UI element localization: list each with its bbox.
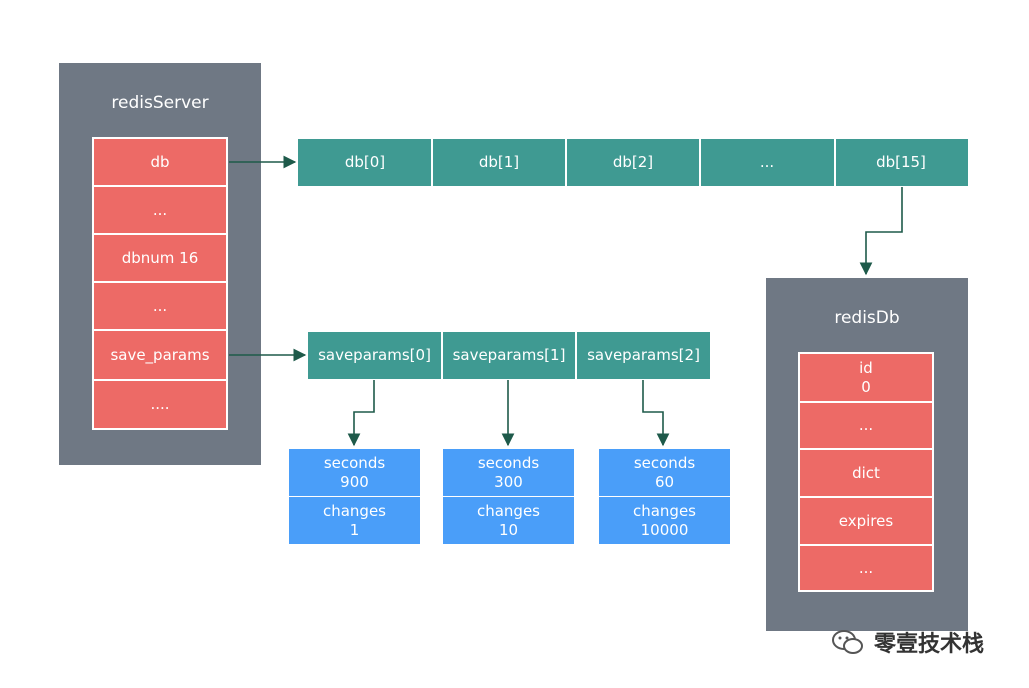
db-cell-label: db[0] — [344, 153, 386, 171]
seconds-value: 300 — [494, 472, 523, 491]
db-array-divider — [699, 139, 701, 186]
wechat-icon — [832, 630, 863, 654]
db-array-divider — [565, 139, 567, 186]
seconds-label: seconds — [477, 453, 540, 472]
redis-server-field-ellipsis: ... — [92, 185, 228, 235]
field-label: save_params — [110, 345, 210, 364]
redis-db-title: redisDb — [834, 308, 900, 328]
seconds-value: 900 — [340, 472, 369, 491]
field-label: db — [150, 152, 170, 171]
seconds-label: seconds — [633, 453, 696, 472]
saveparam-seconds: seconds 900 — [288, 448, 421, 497]
seconds-value: 60 — [654, 472, 675, 491]
watermark-text: 零壹技术栈 — [874, 632, 985, 657]
changes-value: 1 — [349, 520, 360, 539]
saveparams-array-cell: saveparams[1] — [443, 332, 575, 379]
db-array-cell-last: db[15] — [834, 139, 968, 186]
field-label: ... — [858, 558, 874, 577]
saveparam-changes: changes 10 — [442, 496, 575, 545]
arrow-saveparams2-to-struct — [642, 380, 670, 447]
field-label: expires — [838, 511, 894, 530]
saveparam-seconds: seconds 60 — [598, 448, 731, 497]
saveparam-changes: changes 10000 — [598, 496, 731, 545]
field-label: ... — [858, 416, 874, 434]
field-value: 0 — [861, 377, 871, 396]
db-cell-label: db[1] — [478, 153, 520, 171]
changes-label: changes — [322, 501, 387, 520]
changes-label: changes — [632, 501, 697, 520]
saveparams-array-cell: saveparams[0] — [308, 332, 441, 379]
redis-db-field-expires: expires — [798, 496, 934, 546]
db-cell-label: ... — [759, 153, 775, 171]
redis-db-field-ellipsis: ... — [798, 544, 934, 592]
field-label: dbnum 16 — [121, 248, 199, 267]
db-array-cell: db[2] — [566, 139, 700, 186]
arrow-saveparams0-to-struct — [347, 380, 375, 447]
changes-value: 10000 — [640, 520, 689, 539]
saveparam-seconds: seconds 300 — [442, 448, 575, 497]
seconds-label: seconds — [323, 453, 386, 472]
saveparams-cell-label: saveparams[0] — [318, 346, 431, 364]
db-array-divider — [431, 139, 433, 186]
db-array-cell: ... — [700, 139, 834, 186]
watermark: 零壹技术栈 — [830, 622, 1015, 662]
field-label: dict — [852, 463, 880, 482]
field-label: id — [859, 358, 873, 377]
field-label: ... — [152, 200, 168, 219]
redis-db-field-id: id 0 — [798, 352, 934, 403]
db-array-cell: db[0] — [298, 139, 432, 186]
db-cell-label: db[2] — [612, 153, 654, 171]
db-array-divider — [834, 139, 836, 186]
saveparams-cell-label: saveparams[1] — [452, 346, 566, 364]
redis-server-field-dbnum: dbnum 16 — [92, 233, 228, 283]
saveparam-changes: changes 1 — [288, 496, 421, 545]
changes-value: 10 — [498, 520, 519, 539]
changes-label: changes — [476, 501, 541, 520]
redis-server-title: redisServer — [111, 93, 209, 113]
db-cell-label: db[15] — [876, 153, 926, 171]
field-label: ... — [152, 296, 168, 315]
redis-server-field-ellipsis: .... — [92, 379, 228, 430]
db-array-cell: db[1] — [432, 139, 566, 186]
saveparams-cell-label: saveparams[2] — [587, 346, 700, 364]
arrow-db15-to-redisdb — [859, 187, 903, 276]
field-label: .... — [150, 395, 170, 413]
saveparams-array-cell: saveparams[2] — [577, 332, 710, 379]
